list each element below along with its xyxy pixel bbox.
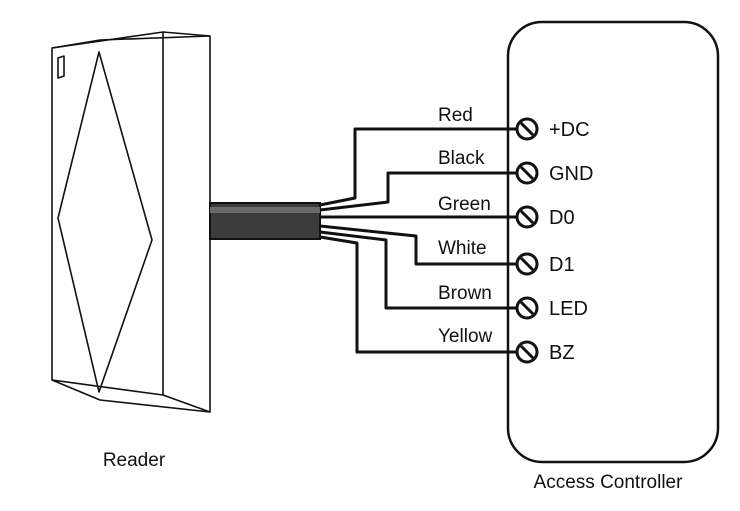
wire-black [319,171,517,212]
terminal-gnd-screw [515,161,539,185]
terminal-label-dc: +DC [549,119,590,141]
terminal-label-d1: D1 [549,254,575,276]
terminal-led-screw [515,296,539,320]
terminal-label-led: LED [549,298,588,320]
terminal-bz-screw [515,340,539,364]
access-controller-box [506,20,720,464]
terminal-label-gnd: GND [549,163,593,185]
reader-top-edge [51,35,211,49]
terminal-label-d0: D0 [549,207,575,229]
wires [319,127,517,354]
terminals [515,117,539,364]
wire-brown [319,230,517,310]
wire-label-yellow: Yellow [438,326,493,347]
terminal-dc-screw [515,117,539,141]
wire-label-brown: Brown [438,283,492,304]
terminal-label-bz: BZ [549,342,575,364]
wire-label-white: White [438,238,487,259]
wire-red [319,127,517,207]
wire-label-black: Black [438,148,485,169]
wire-label-red: Red [438,105,473,126]
reader-cable [209,202,321,240]
cable-highlight [210,207,320,213]
terminal-d0-screw [515,205,539,229]
reader-diamond-logo [57,51,153,393]
reader-bottom-edge [51,379,211,413]
controller-caption: Access Controller [534,472,684,493]
reader-front-face [51,31,164,396]
reader-caption: Reader [103,450,166,471]
wire-label-green: Green [438,194,491,215]
terminal-d1-screw [515,252,539,276]
reader-slot [57,55,65,79]
wire-yellow [319,235,517,354]
wire-white [319,224,517,266]
reader-device [51,31,211,413]
reader-side-face [162,31,211,413]
